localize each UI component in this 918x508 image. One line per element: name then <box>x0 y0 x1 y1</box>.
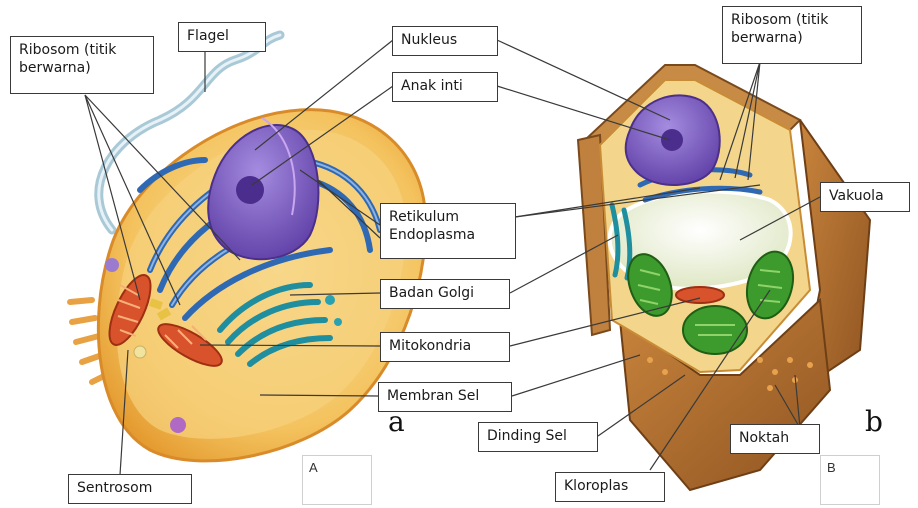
label-ribosom-left: Ribosom (titik berwarna) <box>10 36 154 94</box>
label-dinding-sel: Dinding Sel <box>478 422 598 452</box>
label-mitokondria: Mitokondria <box>380 332 510 362</box>
panel-box-B: B <box>820 455 880 505</box>
label-nukleus: Nukleus <box>392 26 498 56</box>
panel-box-A: A <box>302 455 372 505</box>
label-ribosom-right: Ribosom (titik berwarna) <box>722 6 862 64</box>
panel-letter-a: a <box>388 405 405 438</box>
label-noktah: Noktah <box>730 424 820 454</box>
label-retikulum-endoplasma: Retikulum Endoplasma <box>380 203 516 259</box>
plant-cell <box>578 65 870 490</box>
label-vakuola: Vakuola <box>820 182 910 212</box>
label-sentrosom: Sentrosom <box>68 474 192 504</box>
animal-cell <box>70 35 426 461</box>
label-flagel: Flagel <box>178 22 266 52</box>
label-badan-golgi: Badan Golgi <box>380 279 510 309</box>
label-kloroplas: Kloroplas <box>555 472 665 502</box>
panel-letter-b: b <box>865 405 883 438</box>
label-anak-inti: Anak inti <box>392 72 498 102</box>
